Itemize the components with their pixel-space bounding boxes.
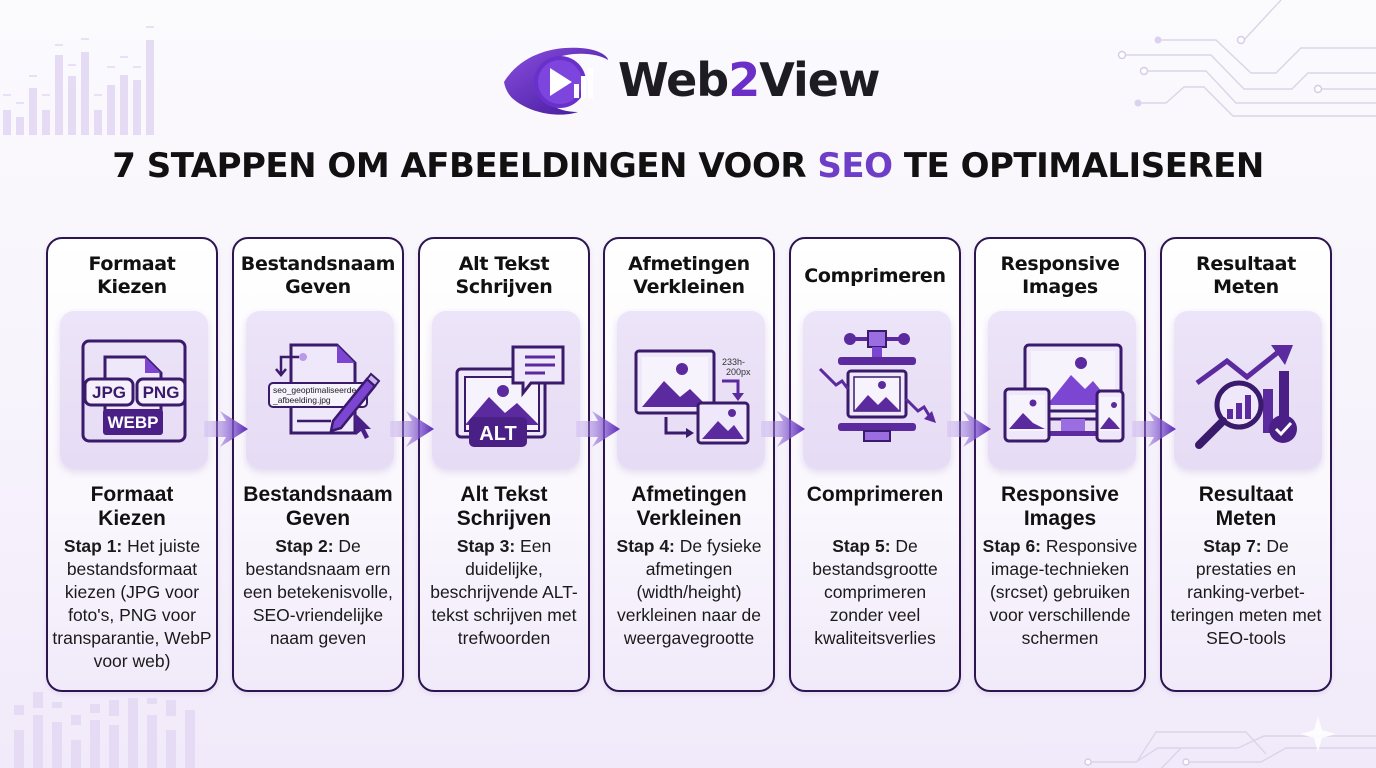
step-subheading: Afmetingen Verkleinen [631,483,747,530]
file-formats-icon: JPG PNG WEBP [81,339,187,443]
arrow-right-icon [390,411,434,447]
step-card-4: Afmetingen Verkleinen 233h- 200px Afmeti… [603,237,775,692]
step-icon-box: seo_geoptimaliseerde _afbeelding.jpg [246,311,394,469]
step-heading: Formaat Kiezen [88,253,176,298]
step-subheading: Alt Tekst Schrijven [456,483,552,530]
svg-text:seo_geoptimaliseerde: seo_geoptimaliseerde [273,385,356,395]
step-icon-box [803,311,951,469]
step-description: Stap 5: De bestandsgrootte comprimeren z… [812,536,938,648]
step-icon-box [1174,311,1322,469]
step-heading: Comprimeren [804,264,946,287]
step-heading: Responsive Images [1000,253,1120,298]
step-subheading: Bestandsnaam Geven [243,483,393,530]
arrow-right-icon [947,411,991,447]
step-description: Stap 4: De fysieke afmetingen (width/hei… [616,536,762,648]
svg-text:PNG: PNG [143,383,180,402]
arrow-right-icon [1132,411,1176,447]
arrow-right-icon [761,411,805,447]
step-subheading: Responsive Images [1001,483,1119,530]
eye-play-chart-logo-icon [504,47,608,115]
decorative-bar-chart-icon [3,26,154,135]
step-subheading: Comprimeren [806,483,944,506]
svg-text:233h-: 233h- [722,357,745,367]
decorative-bar-chart-icon [14,692,195,768]
step-card-7: Resultaat Meten Resultaat Meten Stap 7: … [1160,237,1332,692]
step-subheading: Resultaat Meten [1198,483,1294,530]
step-description: Stap 1: Het juiste bestandsformaat kieze… [52,536,212,671]
decorative-circuit-icon [1084,716,1376,768]
resize-image-icon: 233h- 200px [634,349,751,445]
step-icon-box: ALT [432,311,580,469]
svg-text:WEBP: WEBP [108,413,159,432]
page-title: 7 STAPPEN OM AFBEELDINGEN VOOR SEO TE OP… [112,146,1264,186]
step-heading: Resultaat Meten [1196,253,1296,298]
rename-file-icon: seo_geoptimaliseerde _afbeelding.jpg [268,343,381,439]
svg-text:200px: 200px [726,367,751,377]
step-card-3: Alt Tekst Schrijven ALT Alt Tekst Schrij… [418,237,590,692]
svg-text:_afbeelding.jpg: _afbeelding.jpg [272,395,331,405]
decorative-circuit-icon [1117,0,1376,117]
svg-text:ALT: ALT [479,423,516,445]
svg-text:JPG: JPG [92,383,126,402]
step-heading: Bestandsnaam Geven [240,253,396,298]
steps-row: Formaat Kiezen JPG PNG WEBP Formaat Kiez… [46,237,1336,693]
responsive-devices-icon [1003,343,1125,443]
step-icon-box: JPG PNG WEBP [60,311,208,469]
brand-name: Web2View [618,53,881,107]
brand-logo: Web2View [500,42,881,118]
step-card-2: Bestandsnaam Geven seo_geoptimaliseerde … [232,237,404,692]
analytics-magnifier-icon [1195,345,1297,449]
arrow-right-icon [204,411,248,447]
step-subheading: Formaat Kiezen [90,483,174,530]
step-icon-box: 233h- 200px [617,311,765,469]
step-description: Stap 3: Een duidelijke, beschrijvende AL… [430,536,578,648]
step-description: Stap 7: De prestaties en ranking-verbet-… [1170,536,1322,648]
step-card-1: Formaat Kiezen JPG PNG WEBP Formaat Kiez… [46,237,218,692]
step-icon-box [988,311,1136,469]
step-heading: Afmetingen Verkleinen [628,253,750,298]
seo-highlight: SEO [817,146,893,186]
step-card-6: Responsive Images Responsive Images [974,237,1146,692]
step-description: Stap 6: Responsive image-technieken (src… [982,536,1138,648]
step-description: Stap 2: De bestandsnaam ern een betekeni… [243,536,393,648]
compress-press-icon [818,330,936,442]
arrow-right-icon [576,411,620,447]
step-heading: Alt Tekst Schrijven [455,253,553,298]
alt-text-icon: ALT [455,345,565,447]
step-card-5: Comprimeren Comprimeren Stap 5: D [789,237,961,692]
